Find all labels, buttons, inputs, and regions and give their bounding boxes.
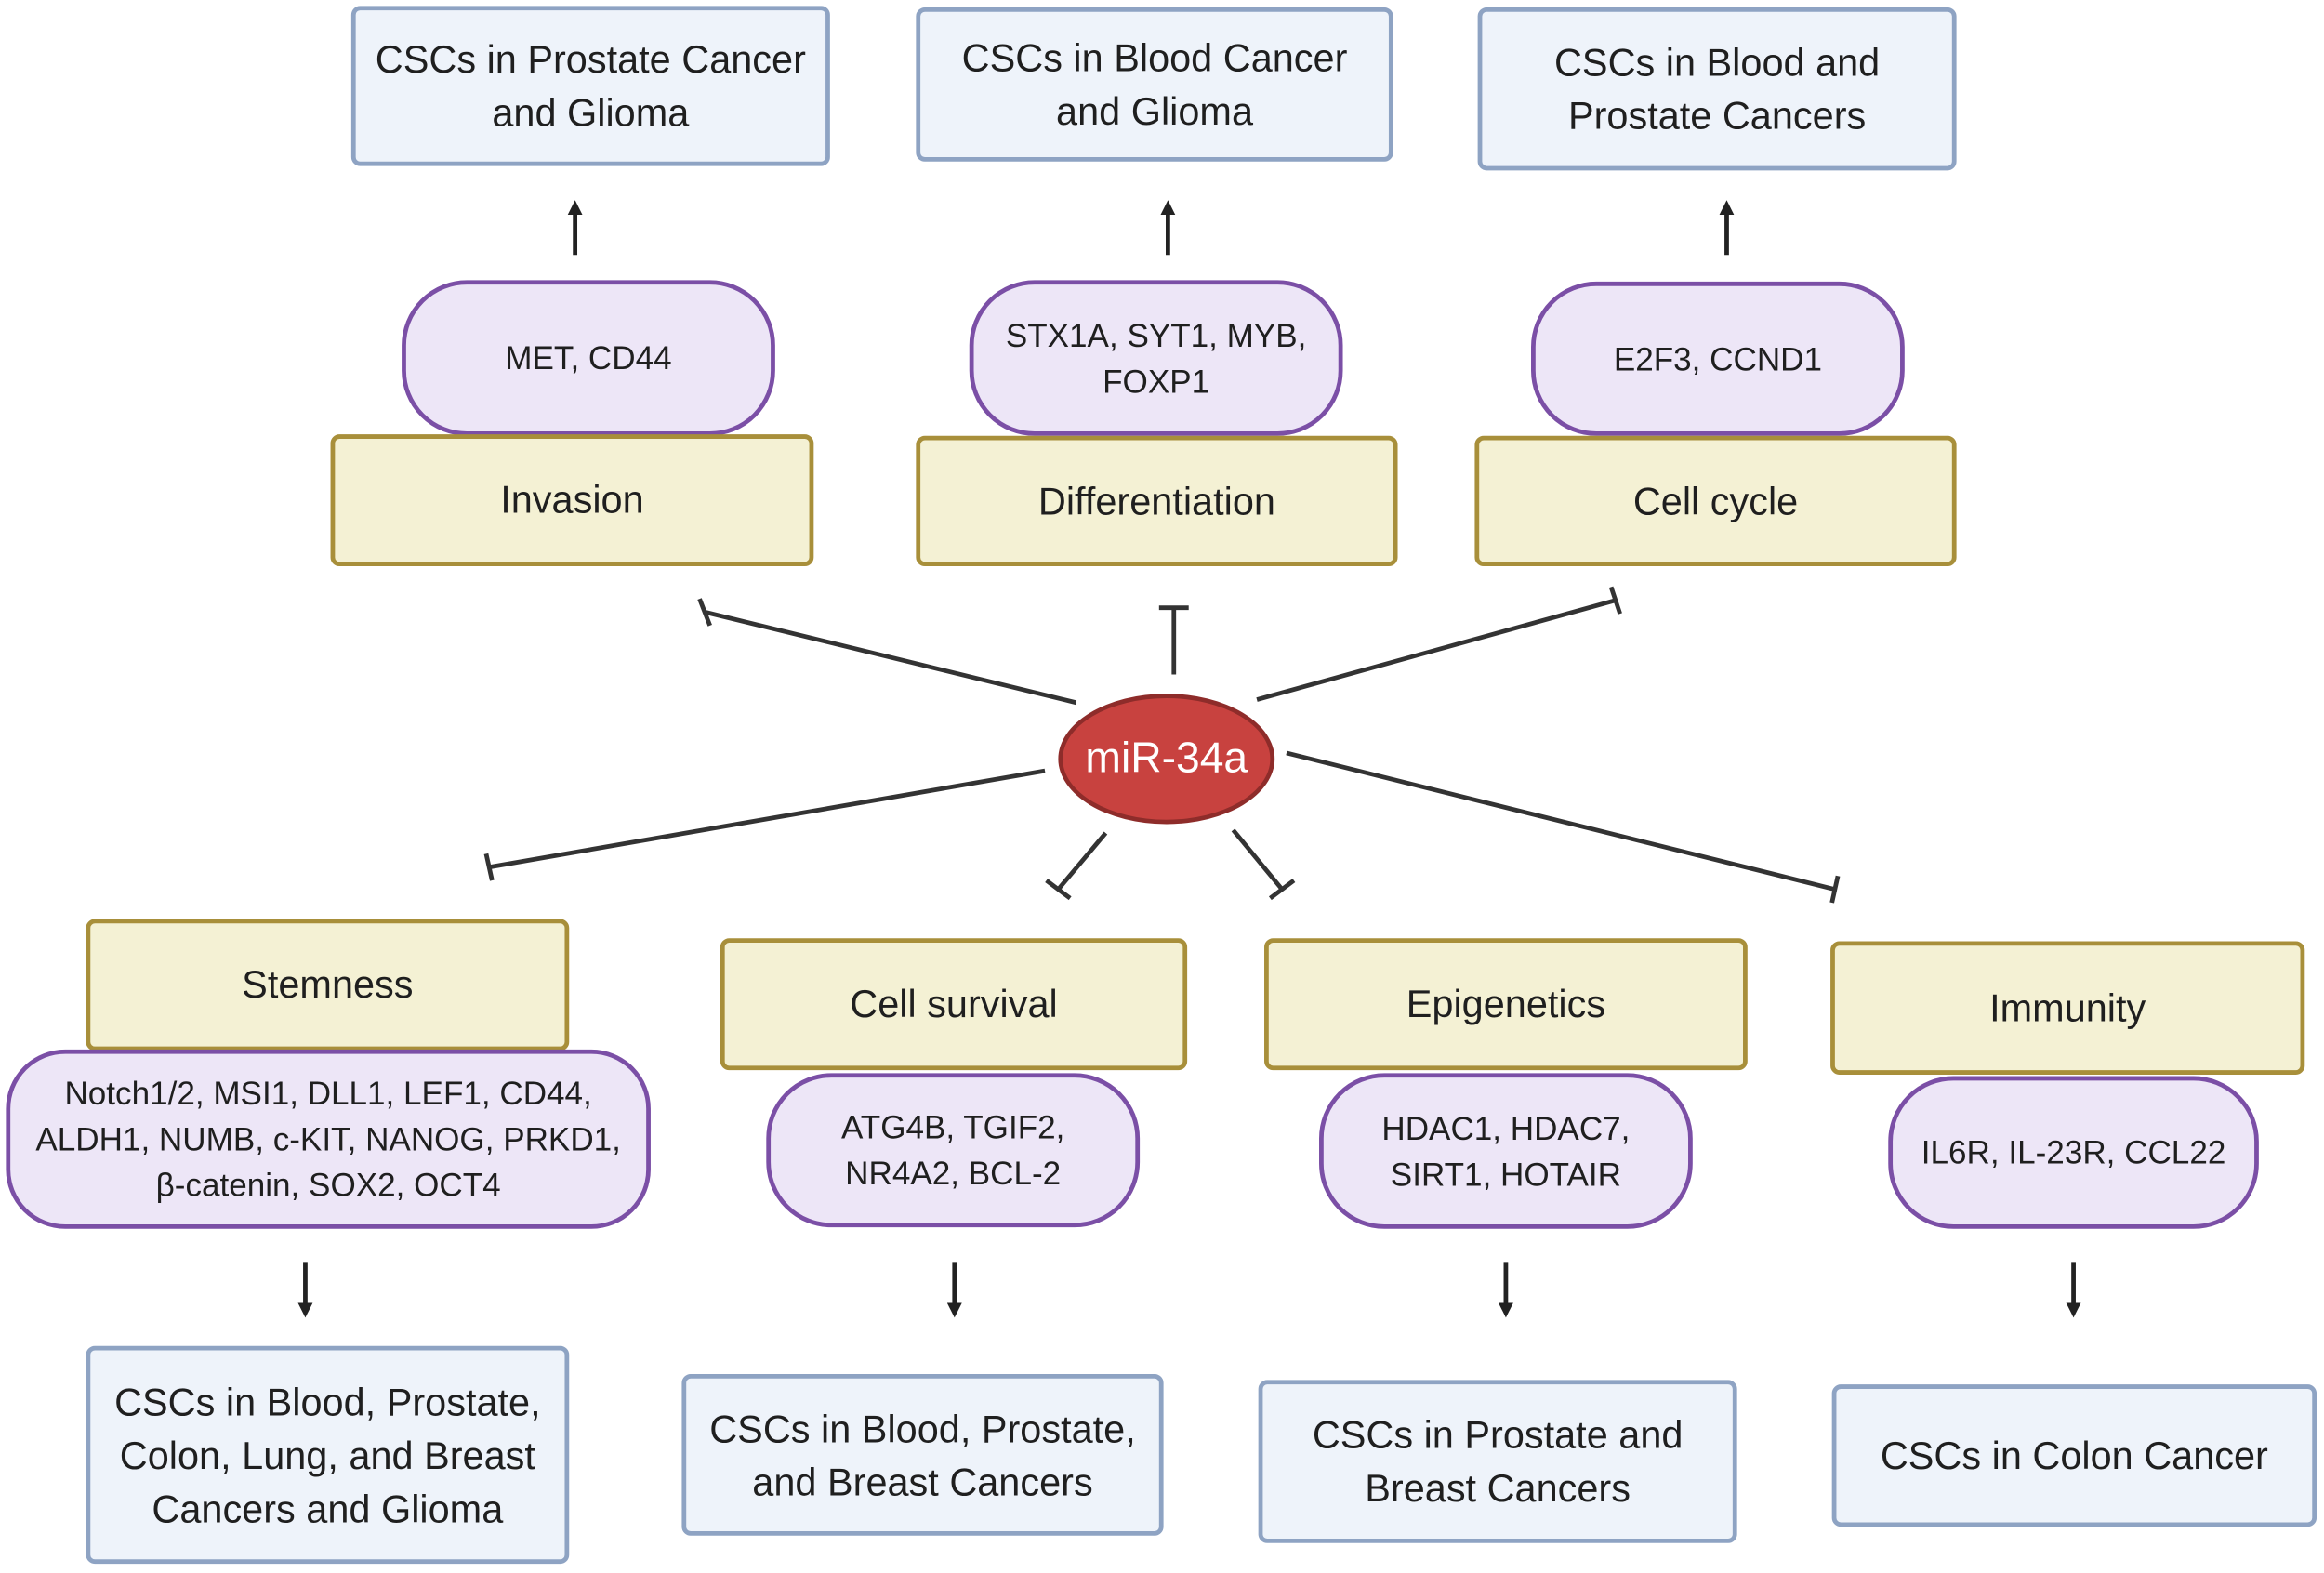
- outcome-box-immunity: CSCs in Colon Cancer: [1831, 1384, 2317, 1527]
- inhibition-edge-stemness: [483, 768, 1046, 881]
- process-label: Epigenetics: [1406, 981, 1606, 1026]
- inhibition-edge-immunity: [1286, 750, 1841, 904]
- genes-label: ATG4B, TGIF2, NR4A2, BCL-2: [840, 1108, 1065, 1192]
- outcome-box-epigenetics: CSCs in Prostate and Breast Cancers: [1258, 1380, 1737, 1543]
- inhibition-edge-cell-cycle: [1256, 586, 1622, 702]
- outcome-label: CSCs in Colon Cancer: [1880, 1433, 2268, 1478]
- genes-pill-cell-cycle: E2F3, CCND1: [1531, 281, 1905, 436]
- process-label: Immunity: [1989, 985, 2146, 1030]
- center-node-mir34a: miR-34a: [1058, 694, 1275, 825]
- genes-pill-epigenetics: HDAC1, HDAC7, SIRT1, HOTAIR: [1319, 1073, 1693, 1229]
- process-label: Cell cycle: [1632, 478, 1799, 523]
- process-label: Stemness: [242, 961, 414, 1007]
- process-box-cell-survival: Cell survival: [720, 938, 1188, 1071]
- outcome-label: CSCs in Prostate Cancer and Glioma: [375, 36, 806, 136]
- outcome-label: CSCs in Blood and Prostate Cancers: [1553, 40, 1881, 139]
- outcome-label: CSCs in Blood, Prostate, Colon, Lung, an…: [114, 1379, 541, 1531]
- process-box-differentiation: Differentiation: [916, 435, 1398, 567]
- outcome-label: CSCs in Prostate and Breast Cancers: [1312, 1412, 1684, 1511]
- genes-pill-stemness: Notch1/2, MSI1, DLL1, LEF1, CD44, ALDH1,…: [6, 1049, 651, 1229]
- inhibition-edge-epigenetics: [1231, 828, 1296, 901]
- inhibition-edge-invasion: [697, 598, 1077, 706]
- genes-label: HDAC1, HDAC7, SIRT1, HOTAIR: [1381, 1109, 1631, 1193]
- inhibition-edge-cell-survival: [1045, 831, 1108, 901]
- genes-pill-immunity: IL6R, IL-23R, CCL22: [1888, 1076, 2259, 1229]
- process-box-invasion: Invasion: [330, 434, 814, 567]
- process-box-immunity: Immunity: [1830, 941, 2305, 1075]
- process-label: Invasion: [500, 477, 644, 522]
- process-box-stemness: Stemness: [86, 919, 570, 1051]
- center-label: miR-34a: [1085, 734, 1248, 783]
- outcome-label: CSCs in Blood, Prostate, and Breast Canc…: [709, 1406, 1136, 1504]
- inhibition-edge-differentiation: [1158, 605, 1189, 675]
- genes-label: E2F3, CCND1: [1613, 339, 1822, 377]
- outcome-box-differentiation: CSCs in Blood Cancer and Glioma: [916, 7, 1393, 162]
- outcome-box-invasion: CSCs in Prostate Cancer and Glioma: [350, 6, 830, 166]
- genes-pill-differentiation: STX1A, SYT1, MYB, FOXP1: [969, 280, 1343, 436]
- outcome-box-cell-survival: CSCs in Blood, Prostate, and Breast Canc…: [681, 1374, 1164, 1536]
- genes-label: STX1A, SYT1, MYB, FOXP1: [1005, 316, 1307, 400]
- genes-label: Notch1/2, MSI1, DLL1, LEF1, CD44, ALDH1,…: [35, 1074, 621, 1204]
- process-box-cell-cycle: Cell cycle: [1474, 435, 1957, 567]
- outcome-label: CSCs in Blood Cancer and Glioma: [961, 35, 1348, 134]
- process-label: Differentiation: [1037, 478, 1275, 523]
- outcome-box-stemness: CSCs in Blood, Prostate, Colon, Lung, an…: [86, 1345, 570, 1565]
- genes-label: IL6R, IL-23R, CCL22: [1921, 1133, 2226, 1171]
- genes-pill-invasion: MET, CD44: [402, 280, 775, 436]
- process-label: Cell survival: [850, 981, 1058, 1026]
- outcome-box-cell-cycle: CSCs in Blood and Prostate Cancers: [1477, 7, 1957, 171]
- genes-pill-cell-survival: ATG4B, TGIF2, NR4A2, BCL-2: [766, 1073, 1141, 1228]
- process-box-epigenetics: Epigenetics: [1264, 938, 1748, 1071]
- genes-label: MET, CD44: [505, 339, 672, 377]
